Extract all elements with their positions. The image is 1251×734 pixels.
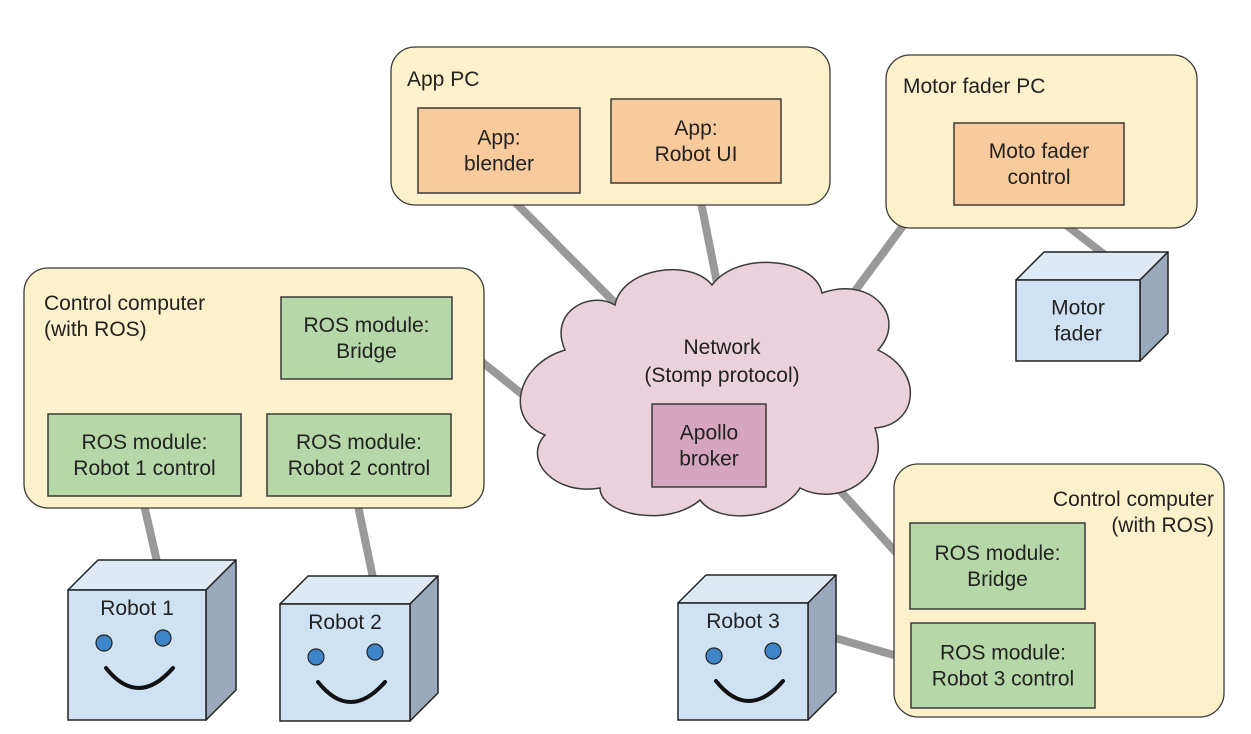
node-ros-bridge-left-rect [280,296,453,380]
node-ros-bridge-right-rect [909,522,1086,610]
node-app-robot-ui-label: App:Robot UI [655,117,738,166]
link-blender-network [500,187,625,313]
device-robot3-smile [714,679,785,703]
shapes: App PC Motor fader PC Control computer(wit… [23,46,1225,722]
device-robot2-left-eye [307,648,325,666]
device-robot2-label: Robot 2 [308,611,382,634]
device-robot1-right-eye [154,629,172,647]
node-ros-robot2-rect [266,413,452,497]
device-robot3-label: Robot 3 [706,610,780,633]
device-robot3: Robot 3 [677,574,837,721]
node-app-robot-ui: App:Robot UI [610,98,782,184]
device-robot2-smile [316,680,387,704]
network-cloud-shape [519,261,912,517]
node-ros-bridge-right: ROS module:Bridge [909,522,1086,610]
link-robot2-module [352,495,377,579]
device-robot1-front [67,589,207,721]
node-app-robot-ui-rect [610,98,782,184]
group-control-left-label: Control computer(with ROS) [44,292,205,341]
node-app-blender: App:blender [417,107,581,194]
device-robot1: Robot 1 [67,559,237,721]
device-robot1-left-eye [95,634,113,652]
device-robot1-smile [104,666,175,690]
node-ros-bridge-left-label: ROS module:Bridge [303,314,429,363]
network-cloud-label: Network(Stomp protocol) [644,336,799,387]
node-ros-robot3: ROS module:Robot 3 control [910,622,1096,709]
node-ros-robot3-rect [910,622,1096,709]
device-robot3-left-eye [705,647,723,665]
node-ros-robot3-label: ROS module:Robot 3 control [932,642,1074,691]
device-robot2: Robot 2 [279,575,439,722]
node-app-blender-rect [417,107,581,194]
node-ros-robot1-rect [47,413,242,497]
device-robot2-right-eye [366,643,384,661]
device-robot1-label: Robot 1 [100,597,174,620]
device-motor-fader-front [1015,279,1141,362]
group-app-pc-label: App PC [407,68,479,91]
node-ros-robot1-label: ROS module:Robot 1 control [73,431,215,480]
node-app-blender-label: App:blender [464,127,534,176]
node-ros-bridge-right-label: ROS module:Bridge [934,542,1060,591]
group-control-right-label: Control computer(with ROS) [1053,488,1214,537]
group-motor-fader-pc-label: Motor fader PC [903,75,1045,98]
node-ros-bridge-left: ROS module:Bridge [280,296,453,380]
node-moto-fader-control-rect [953,122,1125,206]
node-apollo-broker-rect [651,403,767,488]
node-ros-robot2-label: ROS module:Robot 2 control [288,431,430,480]
device-robot3-right-eye [764,642,782,660]
network-cloud: Network(Stomp protocol) [519,261,912,517]
node-ros-robot2: ROS module:Robot 2 control [266,413,452,497]
node-ros-robot1: ROS module:Robot 1 control [47,413,242,497]
